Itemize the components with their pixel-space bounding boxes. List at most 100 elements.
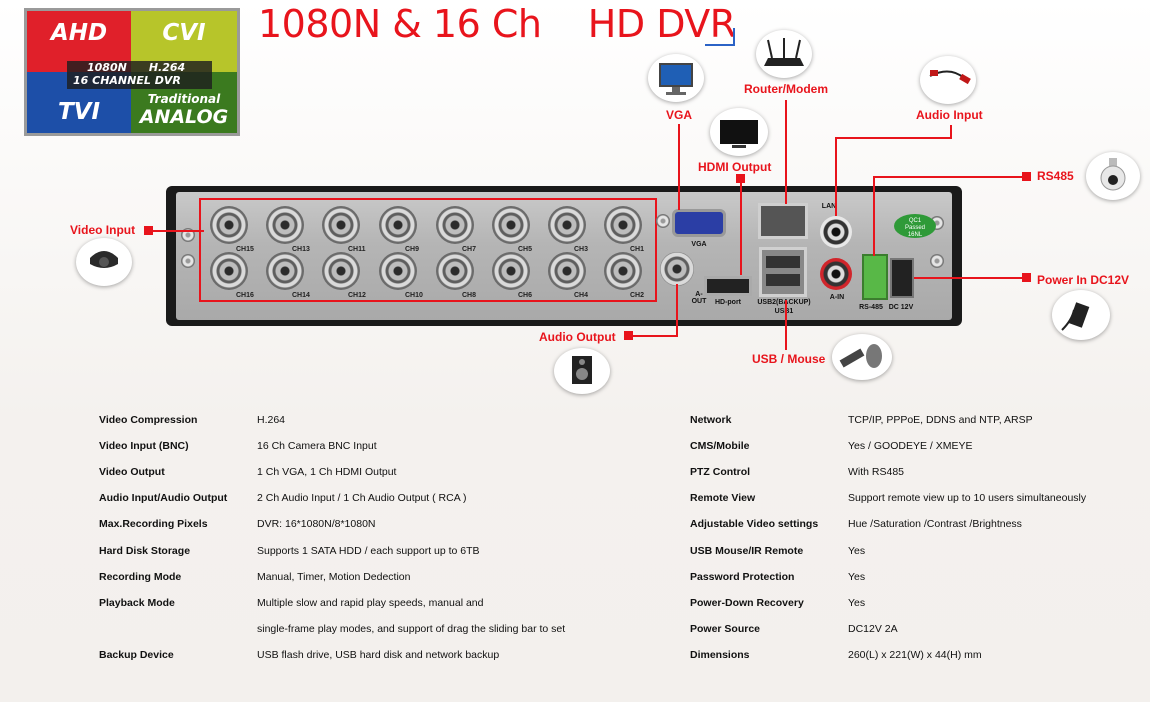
audio-in-callout-hline — [835, 137, 950, 139]
bnc-connector — [322, 206, 360, 244]
spec-label: PTZ Control — [690, 466, 751, 478]
spec-value: 1 Ch VGA, 1 Ch HDMI Output — [257, 466, 397, 478]
audio-out-callout-line — [676, 284, 678, 336]
qc-line2: Passed — [904, 225, 925, 231]
channel-label: CH2 — [630, 292, 645, 299]
title-decoration — [705, 28, 735, 46]
spec-label: Password Protection — [690, 571, 795, 583]
logo-traditional: Traditional — [147, 91, 221, 106]
bnc-connector — [266, 252, 304, 290]
bnc-connector — [548, 252, 586, 290]
logo-band-h264: H.264 — [148, 61, 186, 74]
spec-value: DVR: 16*1080N/8*1080N — [257, 518, 376, 530]
usb-ports — [759, 247, 807, 297]
spec-label: Power-Down Recovery — [690, 597, 804, 609]
channel-label: CH3 — [574, 246, 589, 253]
dc-power-jack — [890, 258, 914, 298]
audio-out-connector — [660, 252, 694, 286]
spec-label: Remote View — [690, 492, 756, 504]
channel-label: CH10 — [405, 292, 423, 299]
channel-label: CH12 — [348, 292, 366, 299]
bnc-connector — [492, 252, 530, 290]
hdmi-monitor-icon — [710, 108, 768, 156]
hdmi-callout-marker — [736, 174, 745, 183]
spec-value: Yes — [848, 545, 866, 557]
spec-label: Backup Device — [99, 649, 174, 661]
audio-output-label: Audio Output — [539, 330, 616, 344]
spec-value: Yes / GOODEYE / XMEYE — [848, 440, 973, 452]
power-callout-marker — [1022, 273, 1031, 282]
audio-out-callout-marker — [624, 331, 633, 340]
ain-label: A-IN — [829, 294, 845, 301]
audio-in-callout-stub — [950, 125, 952, 139]
vga-port-label: VGA — [691, 241, 707, 248]
qc-line1: QC1 — [908, 218, 922, 224]
bnc-connector — [604, 252, 642, 290]
lan-port — [758, 203, 808, 239]
channel-label: CH4 — [574, 292, 589, 299]
hdmi-callout-line — [740, 175, 742, 275]
rs485-callout-hline — [873, 176, 1023, 178]
channel-label: CH8 — [462, 292, 477, 299]
channel-label: CH6 — [518, 292, 533, 299]
power-label: Power In DC12V — [1037, 273, 1130, 287]
usb2-label: USB2(BACKUP) — [757, 299, 811, 306]
bnc-connector — [322, 252, 360, 290]
vga-port — [672, 209, 726, 237]
bnc-group-outline — [199, 198, 657, 302]
router-icon — [756, 30, 812, 78]
video-input-callout-marker — [144, 226, 153, 235]
audio-in-rca-red — [820, 258, 852, 290]
logo-band-1080n: 1080N — [87, 61, 127, 74]
logo-analog-text: ANALOG — [139, 105, 229, 128]
spec-value: Multiple slow and rapid play speeds, man… — [257, 597, 484, 609]
spec-value: Yes — [848, 571, 866, 583]
bnc-connector — [436, 252, 474, 290]
panel-screw — [181, 254, 195, 268]
spec-label: Video Output — [99, 466, 165, 478]
bnc-connector — [604, 206, 642, 244]
vga-label: VGA — [666, 108, 693, 122]
vga-callout-line — [678, 124, 680, 210]
spec-label: Network — [690, 414, 732, 426]
bnc-connector — [210, 206, 248, 244]
bnc-connector — [379, 252, 417, 290]
spec-label: Video Compression — [99, 414, 198, 426]
page-title: 1080N & 16 Ch HD DVR — [258, 2, 736, 46]
video-input-label: Video Input — [70, 223, 136, 237]
audio-in-callout-line — [835, 138, 837, 216]
spec-label: Dimensions — [690, 649, 750, 661]
spec-label: Hard Disk Storage — [99, 545, 191, 557]
spec-label: Recording Mode — [99, 571, 182, 583]
lan-label: LAN — [821, 203, 837, 210]
speaker-icon — [554, 348, 610, 394]
bnc-connector — [436, 206, 474, 244]
bnc-connector — [492, 206, 530, 244]
spec-label: Max.Recording Pixels — [99, 518, 208, 530]
usb-mouse-icon — [832, 334, 892, 380]
hdport-label: HD-port — [714, 299, 742, 306]
channel-label: CH15 — [236, 246, 254, 253]
spec-value: With RS485 — [848, 466, 905, 478]
audio-cable-icon — [920, 56, 976, 104]
audio-input-label: Audio Input — [916, 108, 983, 122]
rs485-terminal — [862, 254, 888, 300]
channel-label: CH16 — [236, 292, 254, 299]
spec-value: 16 Ch Camera BNC Input — [257, 440, 377, 452]
hdmi-label: HDMI Output — [698, 160, 772, 174]
audio-in-rca-white — [820, 216, 852, 248]
spec-label: Playback Mode — [99, 597, 175, 609]
spec-label: Adjustable Video settings — [690, 518, 819, 530]
channel-label: CH11 — [348, 246, 366, 253]
router-label: Router/Modem — [744, 82, 828, 96]
bnc-connector — [266, 206, 304, 244]
spec-value: Manual, Timer, Motion Dedection — [257, 571, 411, 583]
spec-label: Power Source — [690, 623, 761, 635]
monitor-icon — [648, 54, 704, 102]
spec-value: Supports 1 SATA HDD / each support up to… — [257, 545, 480, 557]
spec-value: Yes — [848, 597, 866, 609]
bnc-connector — [379, 206, 417, 244]
rs485-label: RS485 — [1037, 169, 1074, 183]
